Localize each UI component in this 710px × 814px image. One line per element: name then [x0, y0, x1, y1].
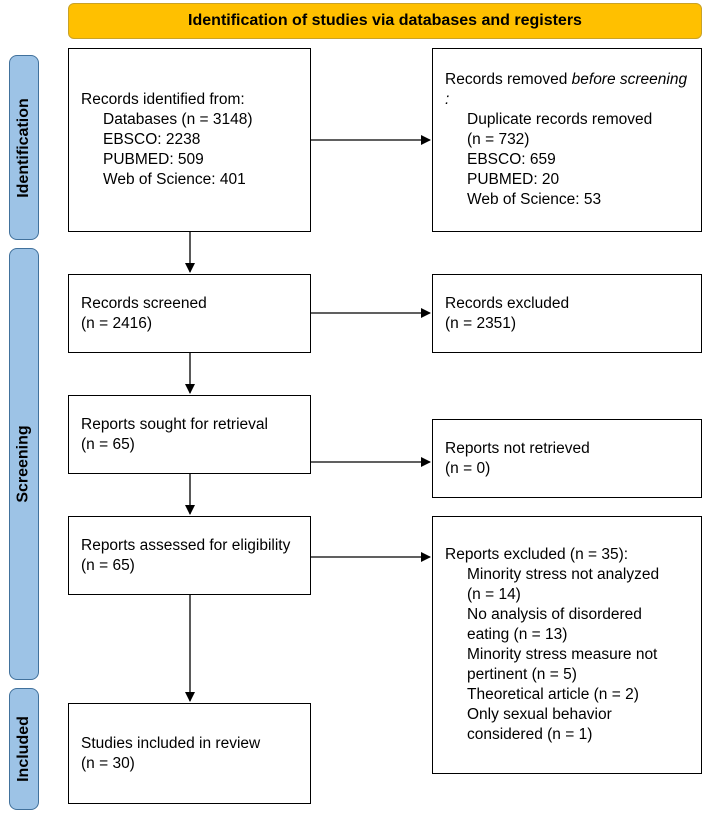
- phase-included: Included: [9, 688, 39, 810]
- studies-included-box: Studies included in review (n = 30): [68, 703, 311, 804]
- studies-included-title: Studies included in review: [81, 734, 261, 752]
- records-removed-item: Web of Science: 53: [467, 191, 602, 208]
- studies-included-count: (n = 30): [81, 754, 135, 772]
- records-removed-item: Duplicate records removed: [467, 111, 653, 128]
- records-removed-item: (n = 732): [467, 131, 530, 148]
- records-screened-count: (n = 2416): [81, 314, 153, 332]
- reports-sought-title: Reports sought for retrieval: [81, 415, 268, 433]
- reports-excluded-item: (n = 14): [467, 586, 521, 603]
- reports-excluded-item: Theoretical article (n = 2): [467, 686, 639, 703]
- records-excluded-box: Records excluded (n = 2351): [432, 274, 702, 353]
- reports-excluded-title: Reports excluded (n = 35):: [445, 546, 629, 563]
- reports-assessed-box: Reports assessed for eligibility (n = 65…: [68, 516, 311, 595]
- records-removed-box: Records removed before screening : Dupli…: [432, 48, 702, 232]
- records-identified-box: Records identified from: Databases (n = …: [68, 48, 311, 232]
- records-excluded-title: Records excluded: [445, 294, 570, 312]
- records-removed-title-colon: :: [445, 91, 450, 108]
- records-identified-item: Web of Science: 401: [103, 171, 246, 188]
- diagram-header: Identification of studies via databases …: [68, 3, 702, 39]
- reports-excluded-item: eating (n = 13): [467, 626, 568, 643]
- reports-excluded-item: Minority stress measure not: [467, 646, 658, 663]
- reports-sought-count: (n = 65): [81, 435, 135, 453]
- reports-not-retrieved-title: Reports not retrieved: [445, 439, 590, 457]
- records-removed-item: EBSCO: 659: [467, 151, 556, 168]
- reports-not-retrieved-box: Reports not retrieved (n = 0): [432, 419, 702, 498]
- records-removed-title: Records removed before screening: [445, 71, 688, 88]
- reports-excluded-box: Reports excluded (n = 35): Minority stre…: [432, 516, 702, 774]
- records-screened-box: Records screened (n = 2416): [68, 274, 311, 353]
- reports-excluded-item: No analysis of disordered: [467, 606, 642, 623]
- phase-identification: Identification: [9, 55, 39, 240]
- reports-excluded-item: Minority stress not analyzed: [467, 566, 660, 583]
- records-screened-title: Records screened: [81, 294, 207, 312]
- reports-excluded-item: considered (n = 1): [467, 726, 593, 743]
- records-identified-item: PUBMED: 509: [103, 151, 204, 168]
- phase-screening: Screening: [9, 248, 39, 680]
- records-removed-item: PUBMED: 20: [467, 171, 560, 188]
- reports-assessed-title: Reports assessed for eligibility: [81, 536, 291, 554]
- records-identified-item: EBSCO: 2238: [103, 131, 201, 148]
- reports-excluded-item: pertinent (n = 5): [467, 666, 577, 683]
- records-identified-title: Records identified from:: [81, 91, 245, 108]
- reports-assessed-count: (n = 65): [81, 556, 135, 574]
- reports-sought-box: Reports sought for retrieval (n = 65): [68, 395, 311, 474]
- records-identified-item: Databases (n = 3148): [103, 111, 253, 128]
- reports-not-retrieved-count: (n = 0): [445, 459, 491, 477]
- reports-excluded-item: Only sexual behavior: [467, 706, 612, 723]
- records-excluded-count: (n = 2351): [445, 314, 517, 332]
